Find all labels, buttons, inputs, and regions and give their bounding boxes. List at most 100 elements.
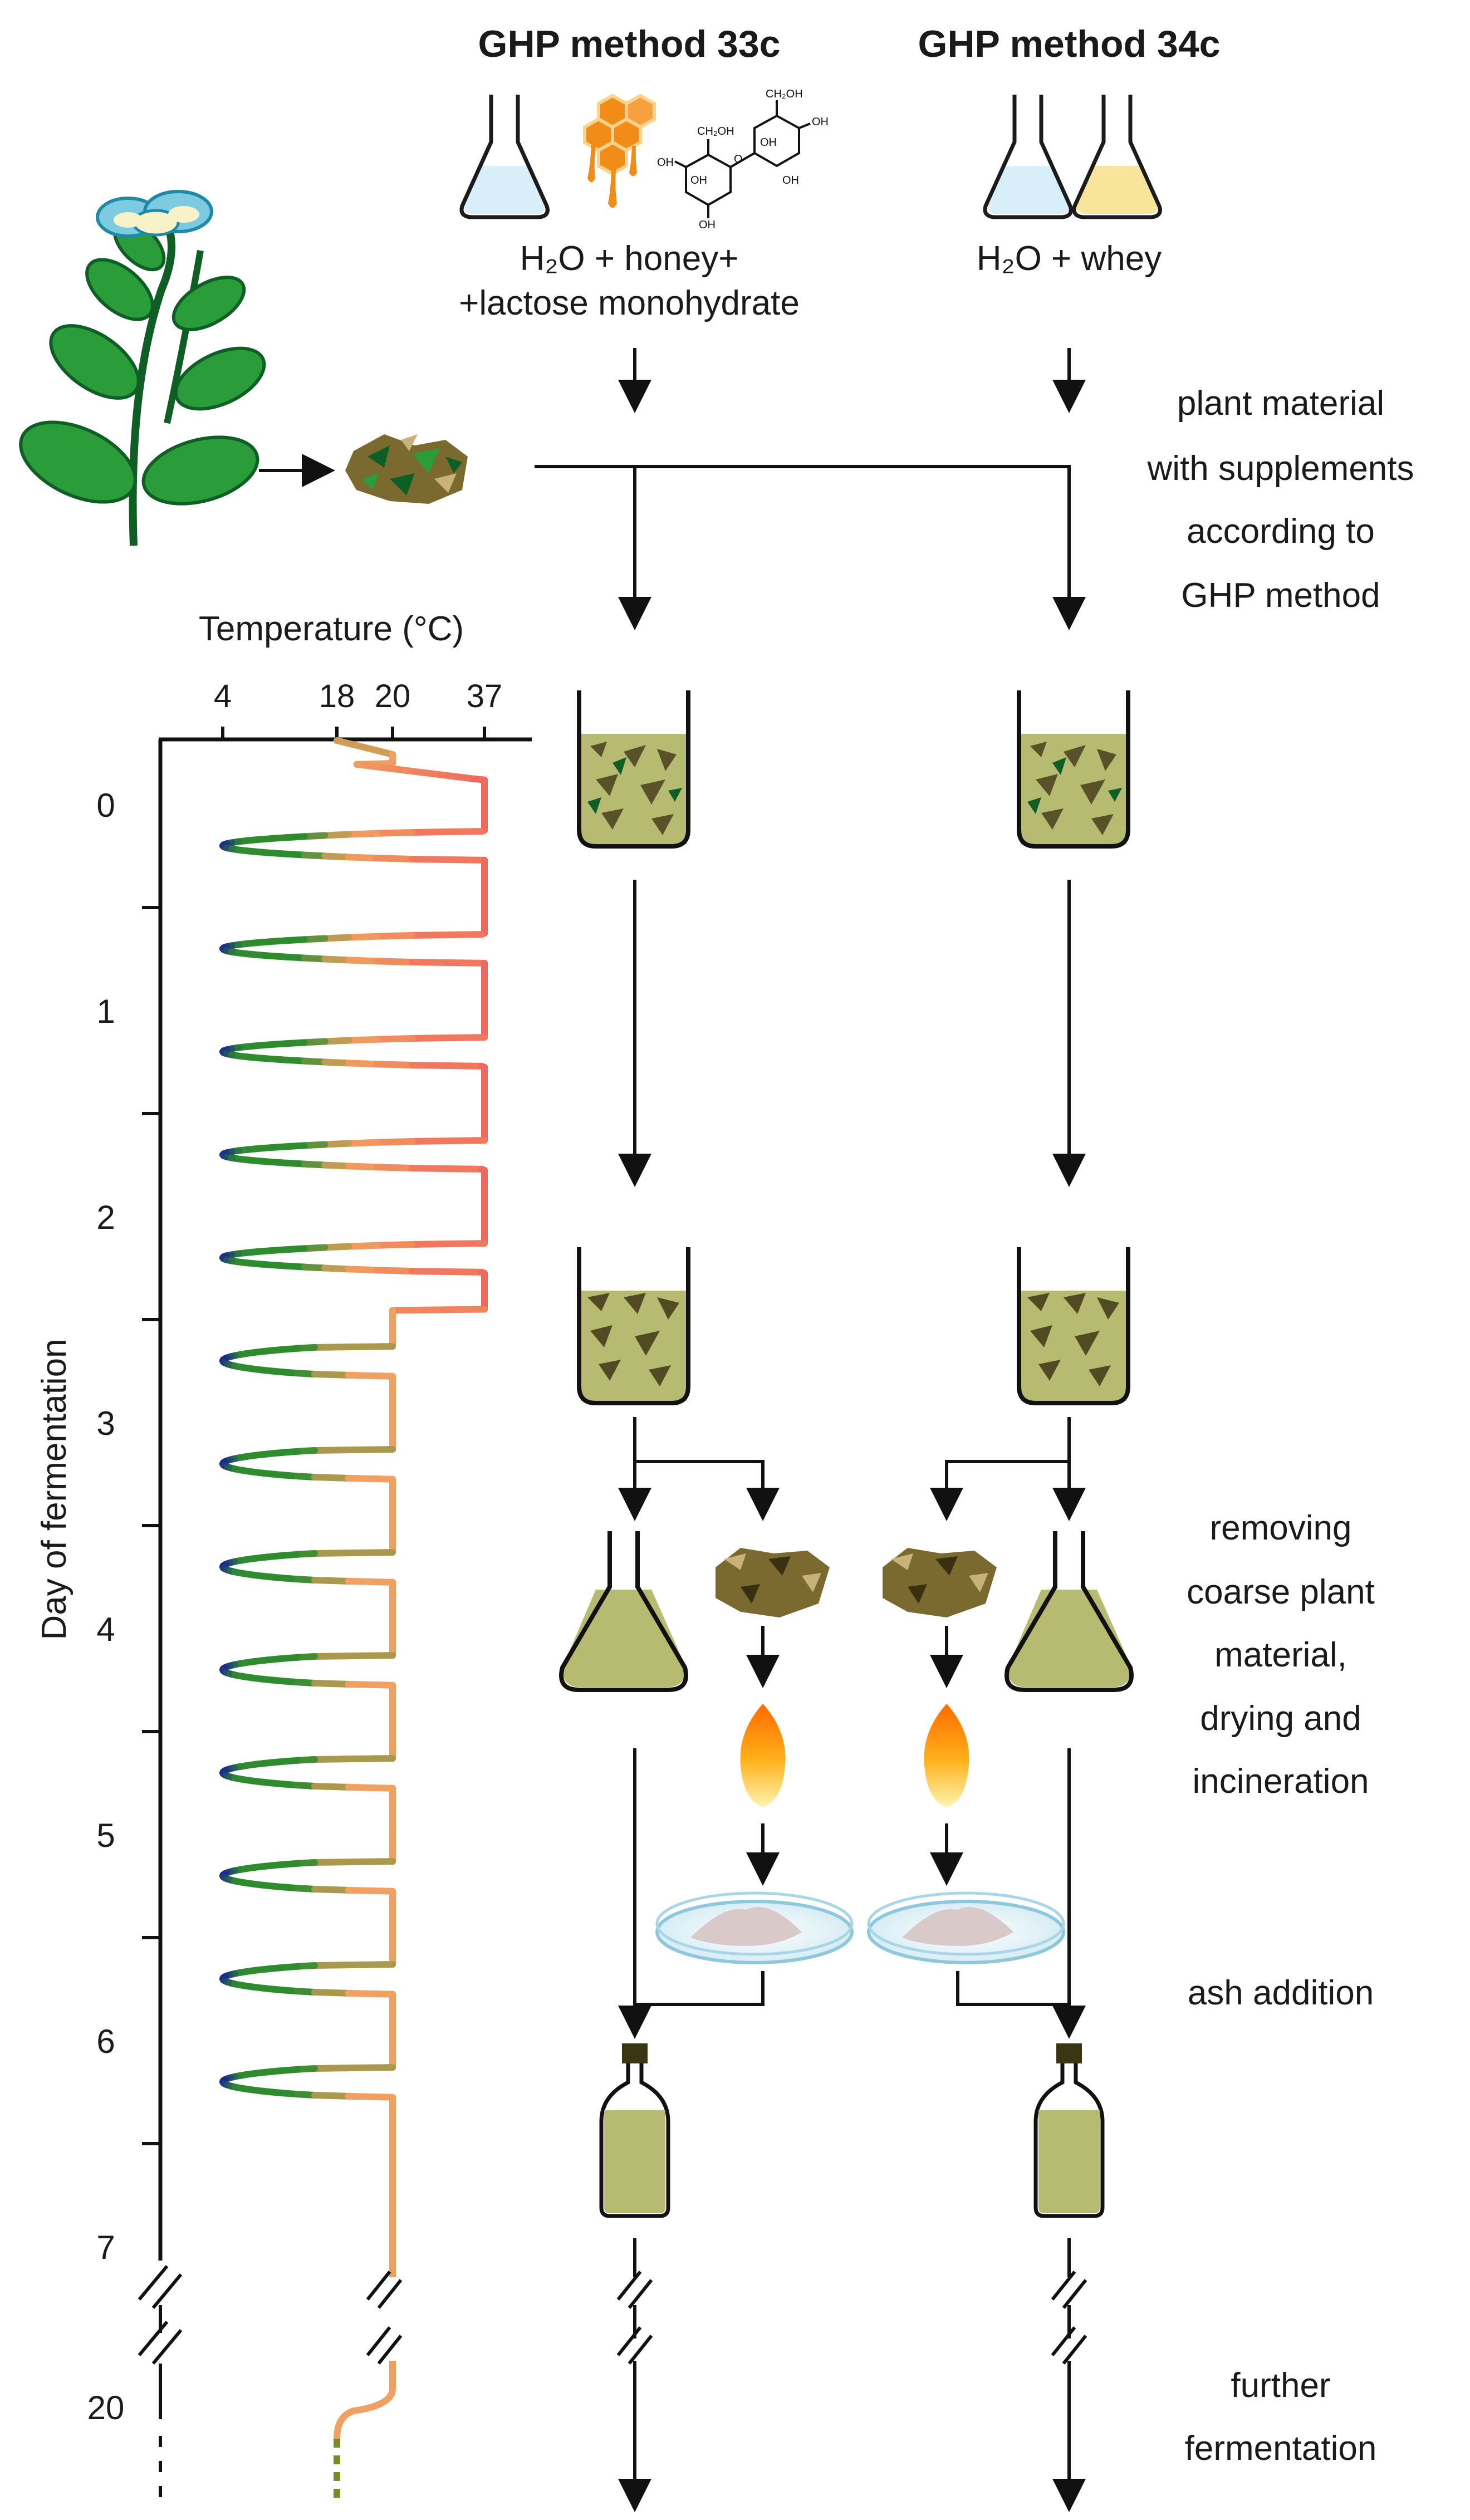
break-line-33c [616, 2238, 653, 2512]
temperature-curve-segment [311, 1783, 352, 1791]
temperature-curve-segment [345, 830, 380, 838]
honeycomb-icon [583, 94, 656, 208]
temperature-curve-segment [311, 1886, 352, 1894]
day-axis-title: Day of fermentation [35, 1339, 74, 1640]
day-tick-label: 0 [96, 787, 115, 824]
ash-addition-line-33c [635, 1971, 765, 2006]
temperature-curve-segment [311, 1343, 396, 1351]
coarse-material-icon [883, 1548, 997, 1617]
day-tick-label: 6 [96, 2023, 115, 2060]
temperature-curve-segment [301, 935, 329, 943]
svg-text:OH: OH [690, 174, 707, 187]
chopped-plant-icon [345, 434, 468, 504]
temperature-curve-segment [334, 2361, 396, 2439]
temperature-curve-segment [321, 831, 352, 839]
temperature-curve-segment [311, 2064, 396, 2072]
temperature-curve-segment [345, 1266, 380, 1274]
temperature-curve-segment [345, 933, 380, 941]
temperature-curve-segment [311, 1858, 396, 1866]
plant-material-label-1: plant material [1177, 384, 1384, 423]
beaker-33c-start [577, 690, 690, 849]
temperature-curve-segment [373, 958, 416, 966]
removing-label-1: removing [1210, 1509, 1352, 1547]
svg-text:OH: OH [657, 156, 674, 169]
day-tick-label: 5 [96, 1817, 115, 1854]
beaker-34c-fermented [1017, 1247, 1130, 1405]
temperature-curve-segment [311, 1577, 352, 1585]
temperature-curve-segment [301, 832, 329, 840]
temperature-curve-segment [311, 1755, 396, 1763]
temperature-curve-segment [301, 954, 329, 963]
bottle-33c [599, 2043, 670, 2218]
temperature-curve-segment [321, 1264, 352, 1273]
temperature-curve-segment [321, 934, 352, 942]
temp-tick-label: 20 [375, 678, 411, 714]
temp-tick-label: 4 [214, 678, 232, 714]
bottle-34c [1033, 2043, 1105, 2218]
temperature-curve-segment [409, 1268, 486, 1276]
day-axis-break [138, 2265, 183, 2497]
plant-icon [19, 190, 266, 546]
temperature-curve-segment [311, 1652, 396, 1660]
arrow-solid-34c [930, 1460, 1069, 1521]
temperature-curve-segment [345, 1371, 396, 1380]
temperature-curve-segment [373, 1164, 416, 1172]
flame-icon [924, 1704, 969, 1807]
temperature-curve-segment [373, 1267, 416, 1275]
temperature-curve-segment [321, 955, 352, 964]
svg-text:OH: OH [760, 136, 777, 149]
temperature-curve-segment [373, 1138, 416, 1146]
temperature-curve-segment [334, 737, 396, 758]
temperature-curve-segment [301, 1160, 329, 1169]
plant-flow-line-34c [535, 465, 1086, 630]
day-tick-label: 1 [96, 993, 115, 1030]
temperature-curve-segment [409, 1240, 488, 1248]
temperature-curve-segment [321, 1140, 352, 1148]
temperature-curve-segment [311, 1371, 352, 1379]
ash-dish-icon [655, 1891, 854, 1964]
temperature-curve-segment [345, 1060, 380, 1068]
temperature-curve-segment [409, 828, 486, 836]
ingredients-33c-line2: +lactose monohydrate [459, 284, 800, 322]
temperature-curve-segment [301, 851, 329, 860]
temperature-curve-segment [311, 2092, 352, 2100]
temperature-curve-segment [301, 1141, 329, 1149]
svg-text:OH: OH [812, 116, 829, 128]
temperature-curve-segment [321, 852, 352, 861]
temperature-curve-segment [373, 1241, 416, 1249]
temperature-curve-segment [301, 1244, 329, 1252]
temperature-curve-segment [373, 931, 416, 940]
water-flask-icon [459, 95, 550, 219]
temperature-curve-segment [373, 1035, 416, 1043]
day-tick-label: 3 [96, 1405, 115, 1442]
temperature-curve-segment [345, 1036, 380, 1044]
temperature-curve-segment [301, 1263, 329, 1272]
temperature-curve-segment [311, 1961, 396, 1969]
method-33c-title: GHP method 33c [478, 23, 781, 65]
lactose-structure-icon: CH₂OH CH₂OH OH OH OH OH OH OH O [657, 88, 829, 231]
ingredients-34c: H₂O + whey [977, 239, 1162, 278]
temperature-curve-segment [345, 1577, 396, 1586]
removing-label-4: drying and [1200, 1699, 1361, 1738]
temperature-curve-segment [345, 1242, 380, 1250]
svg-text:CH₂OH: CH₂OH [766, 88, 803, 100]
temperature-curve-segment [345, 957, 380, 965]
temperature-curve-segment [311, 1680, 352, 1688]
removing-label-2: coarse plant [1187, 1573, 1375, 1611]
temperature-curve-segment [321, 1243, 352, 1251]
temperature-curve-segment [373, 855, 416, 863]
temperature-curve-segment [409, 1137, 488, 1145]
temperature-curve-segment [345, 1139, 380, 1147]
temperature-curve-segment [345, 1163, 380, 1171]
filtrate-flask-33c [559, 1531, 688, 1692]
temperature-curve-segment [409, 931, 486, 939]
temperature-curve-segment [345, 1989, 396, 1998]
beaker-34c-start [1017, 690, 1130, 849]
temperature-curve-segment [409, 1165, 486, 1173]
temperature-curve-segment [301, 1057, 329, 1066]
further-label-1: further [1231, 2366, 1330, 2405]
temperature-curve-segment [345, 1680, 396, 1689]
temperature-curve-segment [345, 854, 380, 862]
